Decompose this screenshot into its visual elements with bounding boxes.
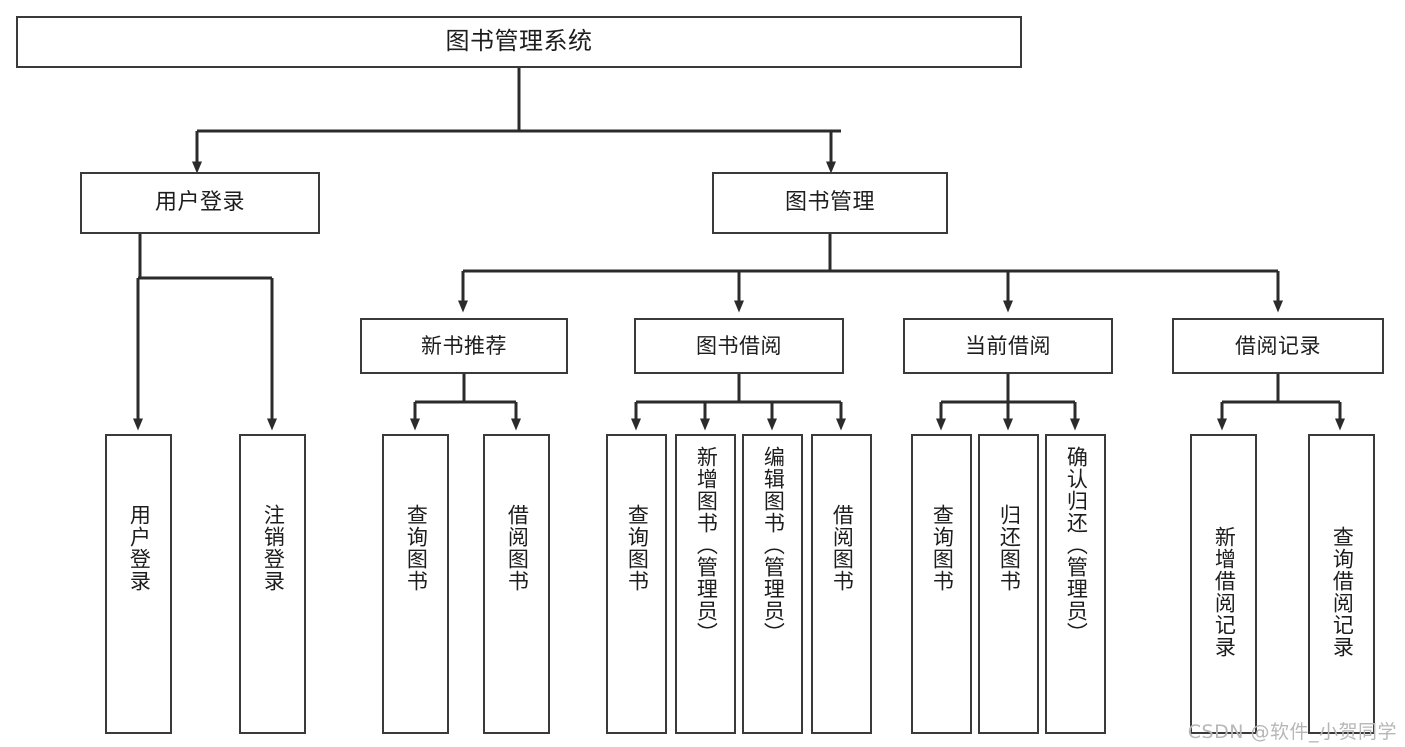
node-new-book-recommend[interactable]: 新书推荐: [360, 318, 568, 374]
leaf-borrow-book[interactable]: 借阅图书: [811, 434, 872, 734]
leaf-add-borrow-record[interactable]: 新增借阅记录: [1190, 434, 1257, 734]
watermark-text: CSDN @软件_小贺同学: [1187, 721, 1397, 743]
node-label: 借阅图书: [505, 504, 530, 592]
node-book-borrow[interactable]: 图书借阅: [634, 318, 844, 374]
node-label: 确认归还（管理员）: [1064, 446, 1089, 644]
node-label: 查询借阅记录: [1330, 526, 1355, 658]
node-label: 用户登录: [127, 504, 152, 592]
node-label: 图书借阅: [696, 333, 782, 358]
node-current-borrow[interactable]: 当前借阅: [903, 318, 1113, 374]
leaf-borrow-book-recommend[interactable]: 借阅图书: [483, 434, 550, 734]
node-label: 查询图书: [930, 504, 955, 592]
node-user-login[interactable]: 用户登录: [80, 172, 320, 234]
node-label: 注销登录: [261, 504, 286, 592]
node-label: 新书推荐: [421, 333, 507, 358]
leaf-add-book-admin[interactable]: 新增图书（管理员）: [675, 434, 736, 734]
node-root-book-management-system[interactable]: 图书管理系统: [16, 16, 1022, 68]
node-label: 借阅记录: [1235, 333, 1321, 358]
node-book-management[interactable]: 图书管理: [712, 172, 948, 234]
node-label: 查询图书: [404, 504, 429, 592]
leaf-logout[interactable]: 注销登录: [239, 434, 306, 734]
node-label: 图书管理: [784, 190, 875, 216]
leaf-query-book-borrow[interactable]: 查询图书: [606, 434, 667, 734]
node-borrow-record[interactable]: 借阅记录: [1172, 318, 1384, 374]
leaf-edit-book-admin[interactable]: 编辑图书（管理员）: [742, 434, 803, 734]
leaf-user-login[interactable]: 用户登录: [105, 434, 172, 734]
node-label: 查询图书: [625, 504, 650, 592]
node-label: 新增借阅记录: [1212, 526, 1237, 658]
leaf-query-book-current[interactable]: 查询图书: [911, 434, 972, 734]
node-label: 新增图书（管理员）: [694, 446, 719, 644]
node-label: 图书管理系统: [445, 27, 593, 56]
leaf-confirm-return-admin[interactable]: 确认归还（管理员）: [1045, 434, 1106, 734]
node-label: 借阅图书: [830, 504, 855, 592]
node-label: 当前借阅: [965, 333, 1051, 358]
node-label: 用户登录: [154, 190, 245, 216]
node-label: 归还图书: [997, 504, 1022, 592]
node-label: 编辑图书（管理员）: [761, 446, 786, 644]
leaf-return-book[interactable]: 归还图书: [978, 434, 1039, 734]
leaf-query-borrow-record[interactable]: 查询借阅记录: [1308, 434, 1375, 734]
leaf-query-book-recommend[interactable]: 查询图书: [382, 434, 449, 734]
